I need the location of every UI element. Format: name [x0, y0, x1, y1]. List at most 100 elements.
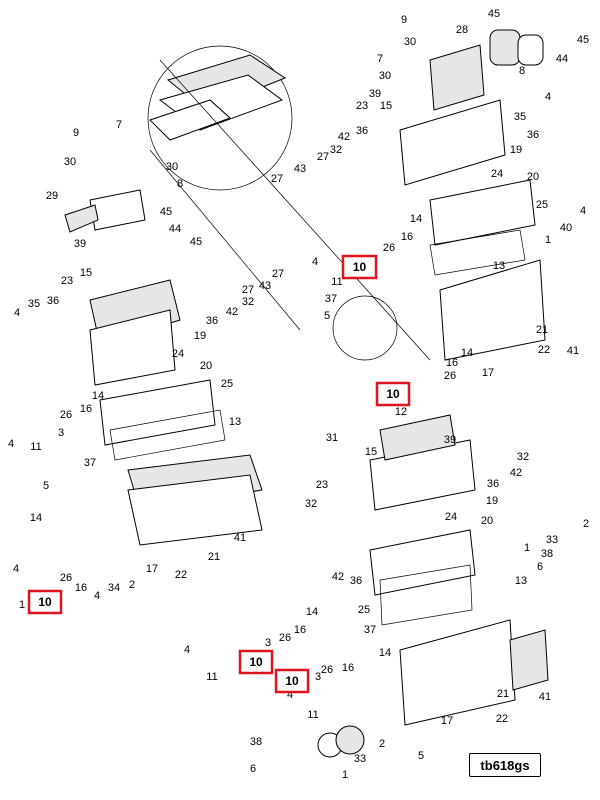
callout-44: 44	[556, 53, 568, 65]
callout-3: 3	[315, 671, 321, 683]
highlighted-callout-label: 10	[353, 260, 367, 274]
callout-27: 27	[271, 173, 283, 185]
callout-12: 12	[395, 406, 407, 418]
callout-16: 16	[294, 624, 306, 636]
callout-17: 17	[441, 715, 453, 727]
callout-33: 33	[354, 753, 366, 765]
callout-27: 27	[317, 151, 329, 163]
callout-14: 14	[30, 512, 42, 524]
callout-16: 16	[342, 662, 354, 674]
callout-5: 5	[418, 750, 424, 762]
callout-15: 15	[80, 267, 92, 279]
callout-42: 42	[332, 571, 344, 583]
callout-23: 23	[316, 479, 328, 491]
callout-32: 32	[517, 451, 529, 463]
callout-19: 19	[194, 330, 206, 342]
callout-41: 41	[234, 532, 246, 544]
callout-17: 17	[146, 563, 158, 575]
callout-4: 4	[8, 438, 14, 450]
callout-37: 37	[84, 457, 96, 469]
callout-6: 6	[250, 763, 256, 775]
callout-9: 9	[73, 127, 79, 139]
callout-25: 25	[536, 199, 548, 211]
callout-19: 19	[486, 495, 498, 507]
callout-27: 27	[242, 284, 254, 296]
callout-21: 21	[536, 324, 548, 336]
callout-44: 44	[169, 223, 181, 235]
callout-26: 26	[321, 664, 333, 676]
callout-9: 9	[401, 14, 407, 26]
callout-22: 22	[175, 569, 187, 581]
leader-line	[159, 59, 431, 361]
callout-26: 26	[444, 370, 456, 382]
callout-4: 4	[94, 590, 100, 602]
callout-45: 45	[488, 8, 500, 20]
callout-33: 33	[546, 534, 558, 546]
callout-16: 16	[80, 403, 92, 415]
callout-30: 30	[404, 36, 416, 48]
callout-1: 1	[545, 234, 551, 246]
callout-35: 35	[28, 298, 40, 310]
callout-45: 45	[160, 206, 172, 218]
callout-5: 5	[43, 480, 49, 492]
callout-15: 15	[380, 100, 392, 112]
callout-36: 36	[47, 295, 59, 307]
callout-1: 1	[342, 769, 348, 781]
highlighted-callout-label: 10	[38, 595, 52, 609]
callout-37: 37	[325, 293, 337, 305]
callout-32: 32	[242, 296, 254, 308]
callout-32: 32	[305, 498, 317, 510]
callout-28: 28	[456, 24, 468, 36]
callout-21: 21	[208, 551, 220, 563]
callout-4: 4	[184, 644, 190, 656]
callout-5: 5	[324, 310, 330, 322]
callout-16: 16	[446, 357, 458, 369]
engine-block-right-top	[399, 29, 546, 361]
detail-circle-top	[147, 45, 293, 191]
callout-38: 38	[250, 736, 262, 748]
callout-43: 43	[259, 280, 271, 292]
callout-23: 23	[356, 100, 368, 112]
callout-17: 17	[482, 367, 494, 379]
callout-11: 11	[30, 441, 41, 453]
callout-36: 36	[206, 315, 218, 327]
callout-1: 1	[524, 542, 530, 554]
callout-36: 36	[350, 575, 362, 587]
callout-25: 25	[221, 378, 233, 390]
callout-25: 25	[358, 604, 370, 616]
highlighted-callout-label: 10	[386, 387, 400, 401]
callout-6: 6	[537, 561, 543, 573]
callout-13: 13	[515, 575, 527, 587]
highlight-box	[375, 381, 411, 407]
callout-24: 24	[491, 168, 503, 180]
callout-7: 7	[377, 53, 383, 65]
callout-8: 8	[177, 178, 183, 190]
drawing-id-box: tb618gs	[469, 753, 541, 777]
callout-14: 14	[379, 647, 391, 659]
callout-42: 42	[226, 306, 238, 318]
callout-4: 4	[13, 563, 19, 575]
callout-27: 27	[272, 268, 284, 280]
callout-36: 36	[487, 478, 499, 490]
callout-41: 41	[539, 691, 551, 703]
callout-11: 11	[206, 671, 217, 683]
engine-block-bottom	[317, 619, 549, 758]
callout-24: 24	[172, 348, 184, 360]
callout-42: 42	[510, 467, 522, 479]
callout-3: 3	[58, 427, 64, 439]
callout-1: 1	[19, 599, 25, 611]
callout-39: 39	[74, 238, 86, 250]
highlight-box	[27, 589, 63, 615]
callout-11: 11	[307, 709, 318, 721]
callout-20: 20	[200, 360, 212, 372]
callout-30: 30	[166, 161, 178, 173]
callout-4: 4	[580, 205, 586, 217]
callout-14: 14	[461, 347, 473, 359]
callout-23: 23	[61, 275, 73, 287]
callout-22: 22	[496, 713, 508, 725]
detail-circle-middle	[332, 295, 398, 361]
callout-26: 26	[60, 409, 72, 421]
